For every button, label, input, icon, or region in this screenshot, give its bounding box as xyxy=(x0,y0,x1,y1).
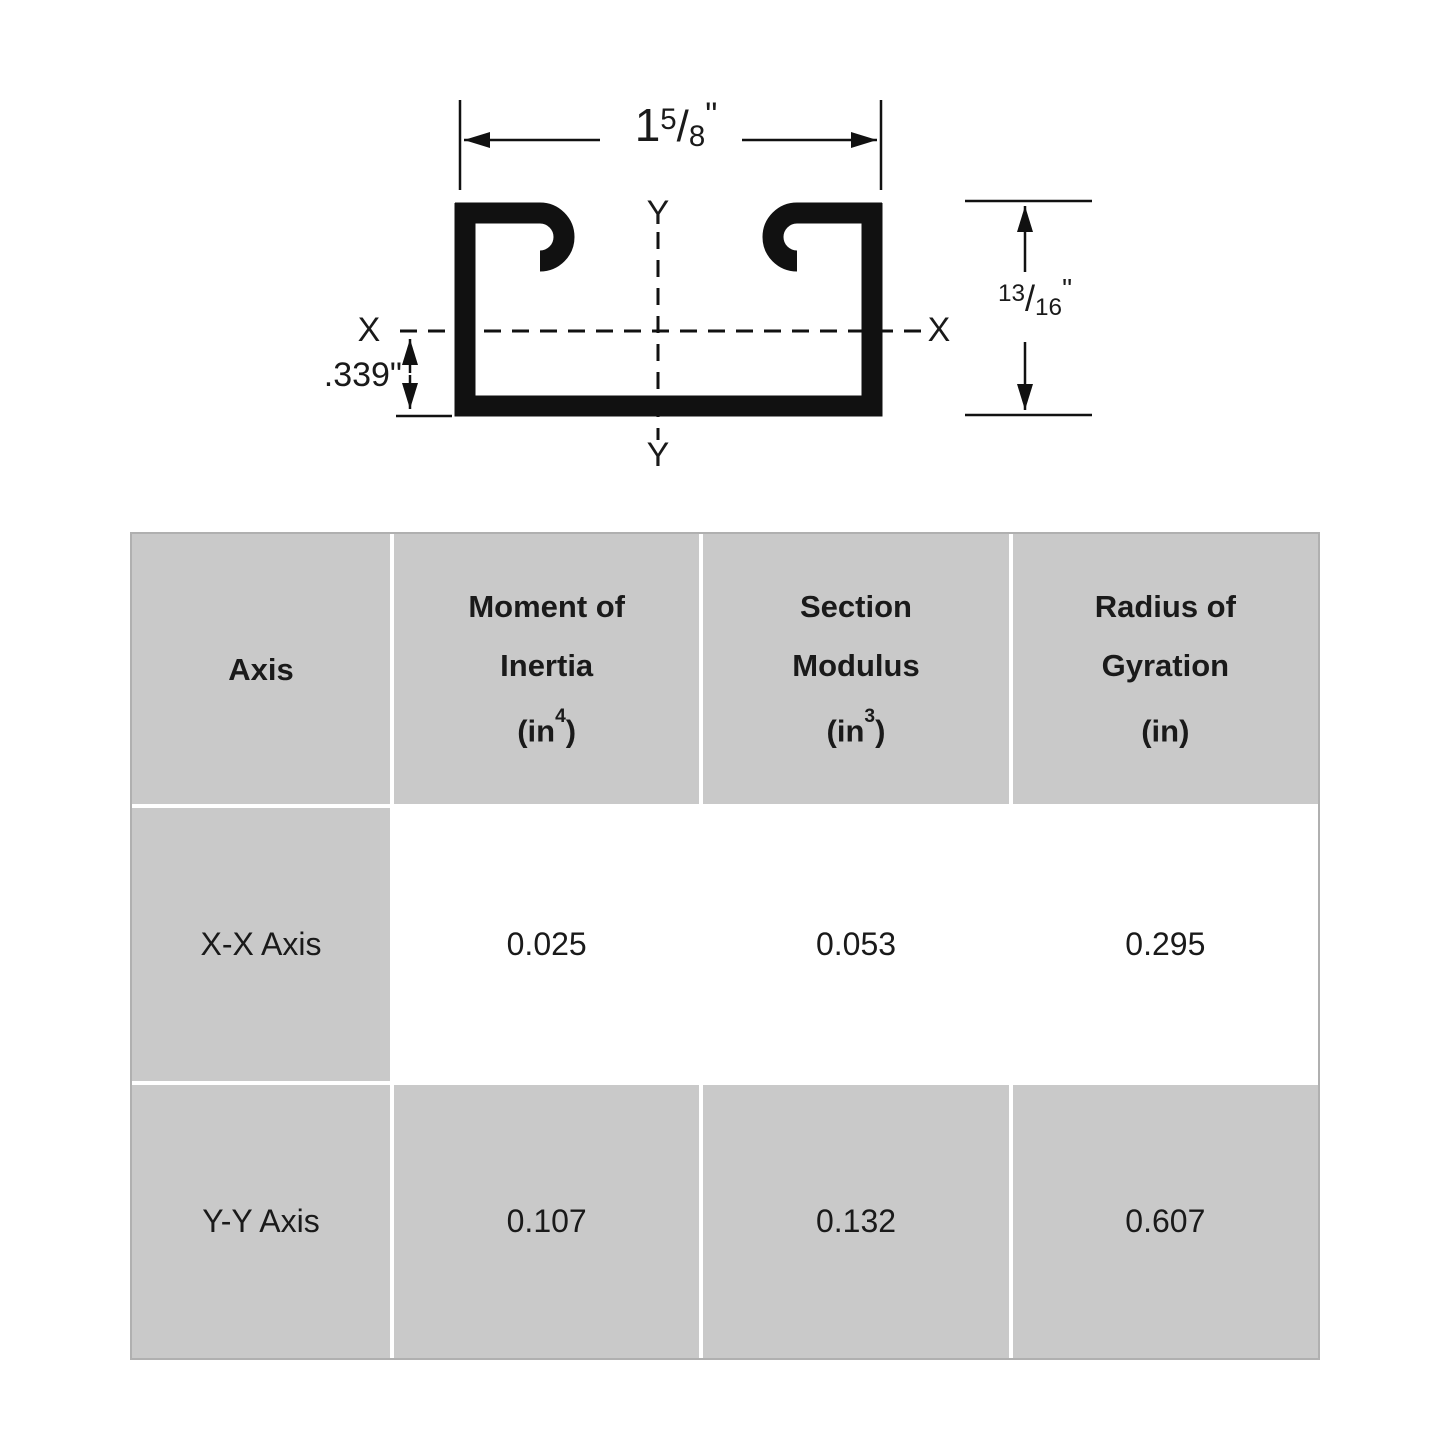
width-numerator: 5 xyxy=(660,102,677,136)
y-axis-label-top: Y xyxy=(646,194,670,232)
height-numerator: 13 xyxy=(997,279,1025,307)
unit-close: ) xyxy=(565,713,577,749)
header-line: Moment of xyxy=(468,589,626,625)
header-line: Radius of xyxy=(1094,589,1236,625)
fraction-slash: / xyxy=(676,102,689,151)
header-unit: (in4) xyxy=(517,695,576,760)
table-cell-xx-moment-of-inertia: 0.025 xyxy=(394,808,700,1081)
cell-value: 0.107 xyxy=(506,1203,587,1239)
cell-value: 0.607 xyxy=(1125,1203,1206,1239)
header-unit: (in3) xyxy=(827,695,886,760)
width-denominator: 8 xyxy=(688,120,706,154)
channel-right-lip-shape xyxy=(762,202,882,272)
width-dimension-label: 15/8" xyxy=(598,95,754,154)
inch-mark: " xyxy=(1062,273,1073,305)
table-cell-yy-section-modulus: 0.132 xyxy=(703,1085,1009,1358)
header-radius-of-gyration: Radius of Gyration (in) xyxy=(1012,534,1318,804)
unit-close: ) xyxy=(875,713,886,749)
unit-exponent: 3 xyxy=(864,705,876,727)
table-cell-xx-section-modulus: 0.053 xyxy=(703,808,1009,1081)
table-cell-yy-moment-of-inertia: 0.107 xyxy=(394,1085,700,1358)
header-line: Gyration xyxy=(1101,648,1230,684)
height-dimension-label: 13/16" xyxy=(972,273,1098,322)
table-row-yy-axis-label: Y-Y Axis xyxy=(132,1085,390,1358)
axis-name: X-X Axis xyxy=(200,926,322,962)
unit-open: (in xyxy=(1141,713,1180,749)
table-cell-yy-radius-of-gyration: 0.607 xyxy=(1012,1085,1318,1358)
section-properties-table: Axis Moment of Inertia (in4) Section Mod… xyxy=(130,532,1320,1360)
table-cell-xx-radius-of-gyration: 0.295 xyxy=(1012,808,1318,1081)
inch-mark: " xyxy=(705,95,718,134)
header-axis: Axis xyxy=(132,534,390,804)
header-section-modulus: Section Modulus (in3) xyxy=(703,534,1009,804)
channel-left-lip-shape xyxy=(455,202,575,272)
cell-value: 0.295 xyxy=(1125,926,1206,962)
cell-value: 0.025 xyxy=(506,926,587,962)
unit-close: ) xyxy=(1179,713,1190,749)
fraction-slash: / xyxy=(1024,278,1036,319)
header-moment-of-inertia: Moment of Inertia (in4) xyxy=(394,534,700,804)
height-denominator: 16 xyxy=(1035,294,1063,322)
unit-exponent: 4 xyxy=(555,705,566,727)
header-line: Axis xyxy=(228,651,294,687)
cell-value: 0.132 xyxy=(815,1203,897,1239)
header-unit: (in) xyxy=(1141,695,1189,760)
strut-cross-section-diagram: 15/8" 13/16" .339" X X Y Y xyxy=(0,0,1445,510)
axis-name: Y-Y Axis xyxy=(202,1203,320,1239)
table-row-xx-axis-label: X-X Axis xyxy=(132,808,390,1081)
unit-open: (in xyxy=(826,713,865,749)
x-axis-label-left: X xyxy=(357,311,381,349)
width-whole: 1 xyxy=(634,99,661,151)
header-line: Inertia xyxy=(500,648,594,684)
header-line: Section xyxy=(800,589,912,625)
channel-body-shape xyxy=(454,203,883,417)
y-axis-label-bottom: Y xyxy=(646,436,670,474)
diagram-linework xyxy=(396,100,1092,440)
x-axis-label-right: X xyxy=(927,311,951,349)
header-line: Modulus xyxy=(792,648,920,684)
unit-open: (in xyxy=(517,713,556,749)
offset-dimension-label: .339" xyxy=(323,356,402,394)
cell-value: 0.053 xyxy=(815,926,897,962)
